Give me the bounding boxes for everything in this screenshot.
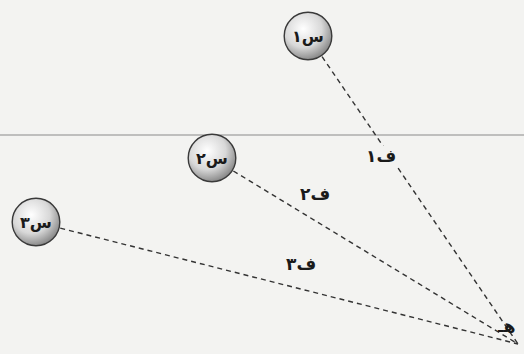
distance-line xyxy=(322,57,518,344)
charge-sphere: س١ xyxy=(283,11,333,61)
sphere-circle xyxy=(12,198,60,246)
charge-sphere: س٣ xyxy=(11,197,61,247)
point-marker: هـ xyxy=(498,316,520,346)
distance-line xyxy=(60,228,518,344)
distance-label: ف٢ xyxy=(298,184,332,204)
charge-label: س٣ xyxy=(20,213,52,232)
charge-sphere: س٢ xyxy=(187,133,237,183)
charge-label: س٢ xyxy=(196,149,228,168)
distance-line xyxy=(233,171,518,344)
sphere-circle xyxy=(188,134,236,182)
sphere-circle xyxy=(284,12,332,60)
distance-label: ف٣ xyxy=(284,254,318,274)
charge-label: س١ xyxy=(292,27,324,46)
point-label: هـ xyxy=(498,316,516,336)
distance-label: ف١ xyxy=(364,146,398,166)
horizontal-line xyxy=(0,134,524,135)
